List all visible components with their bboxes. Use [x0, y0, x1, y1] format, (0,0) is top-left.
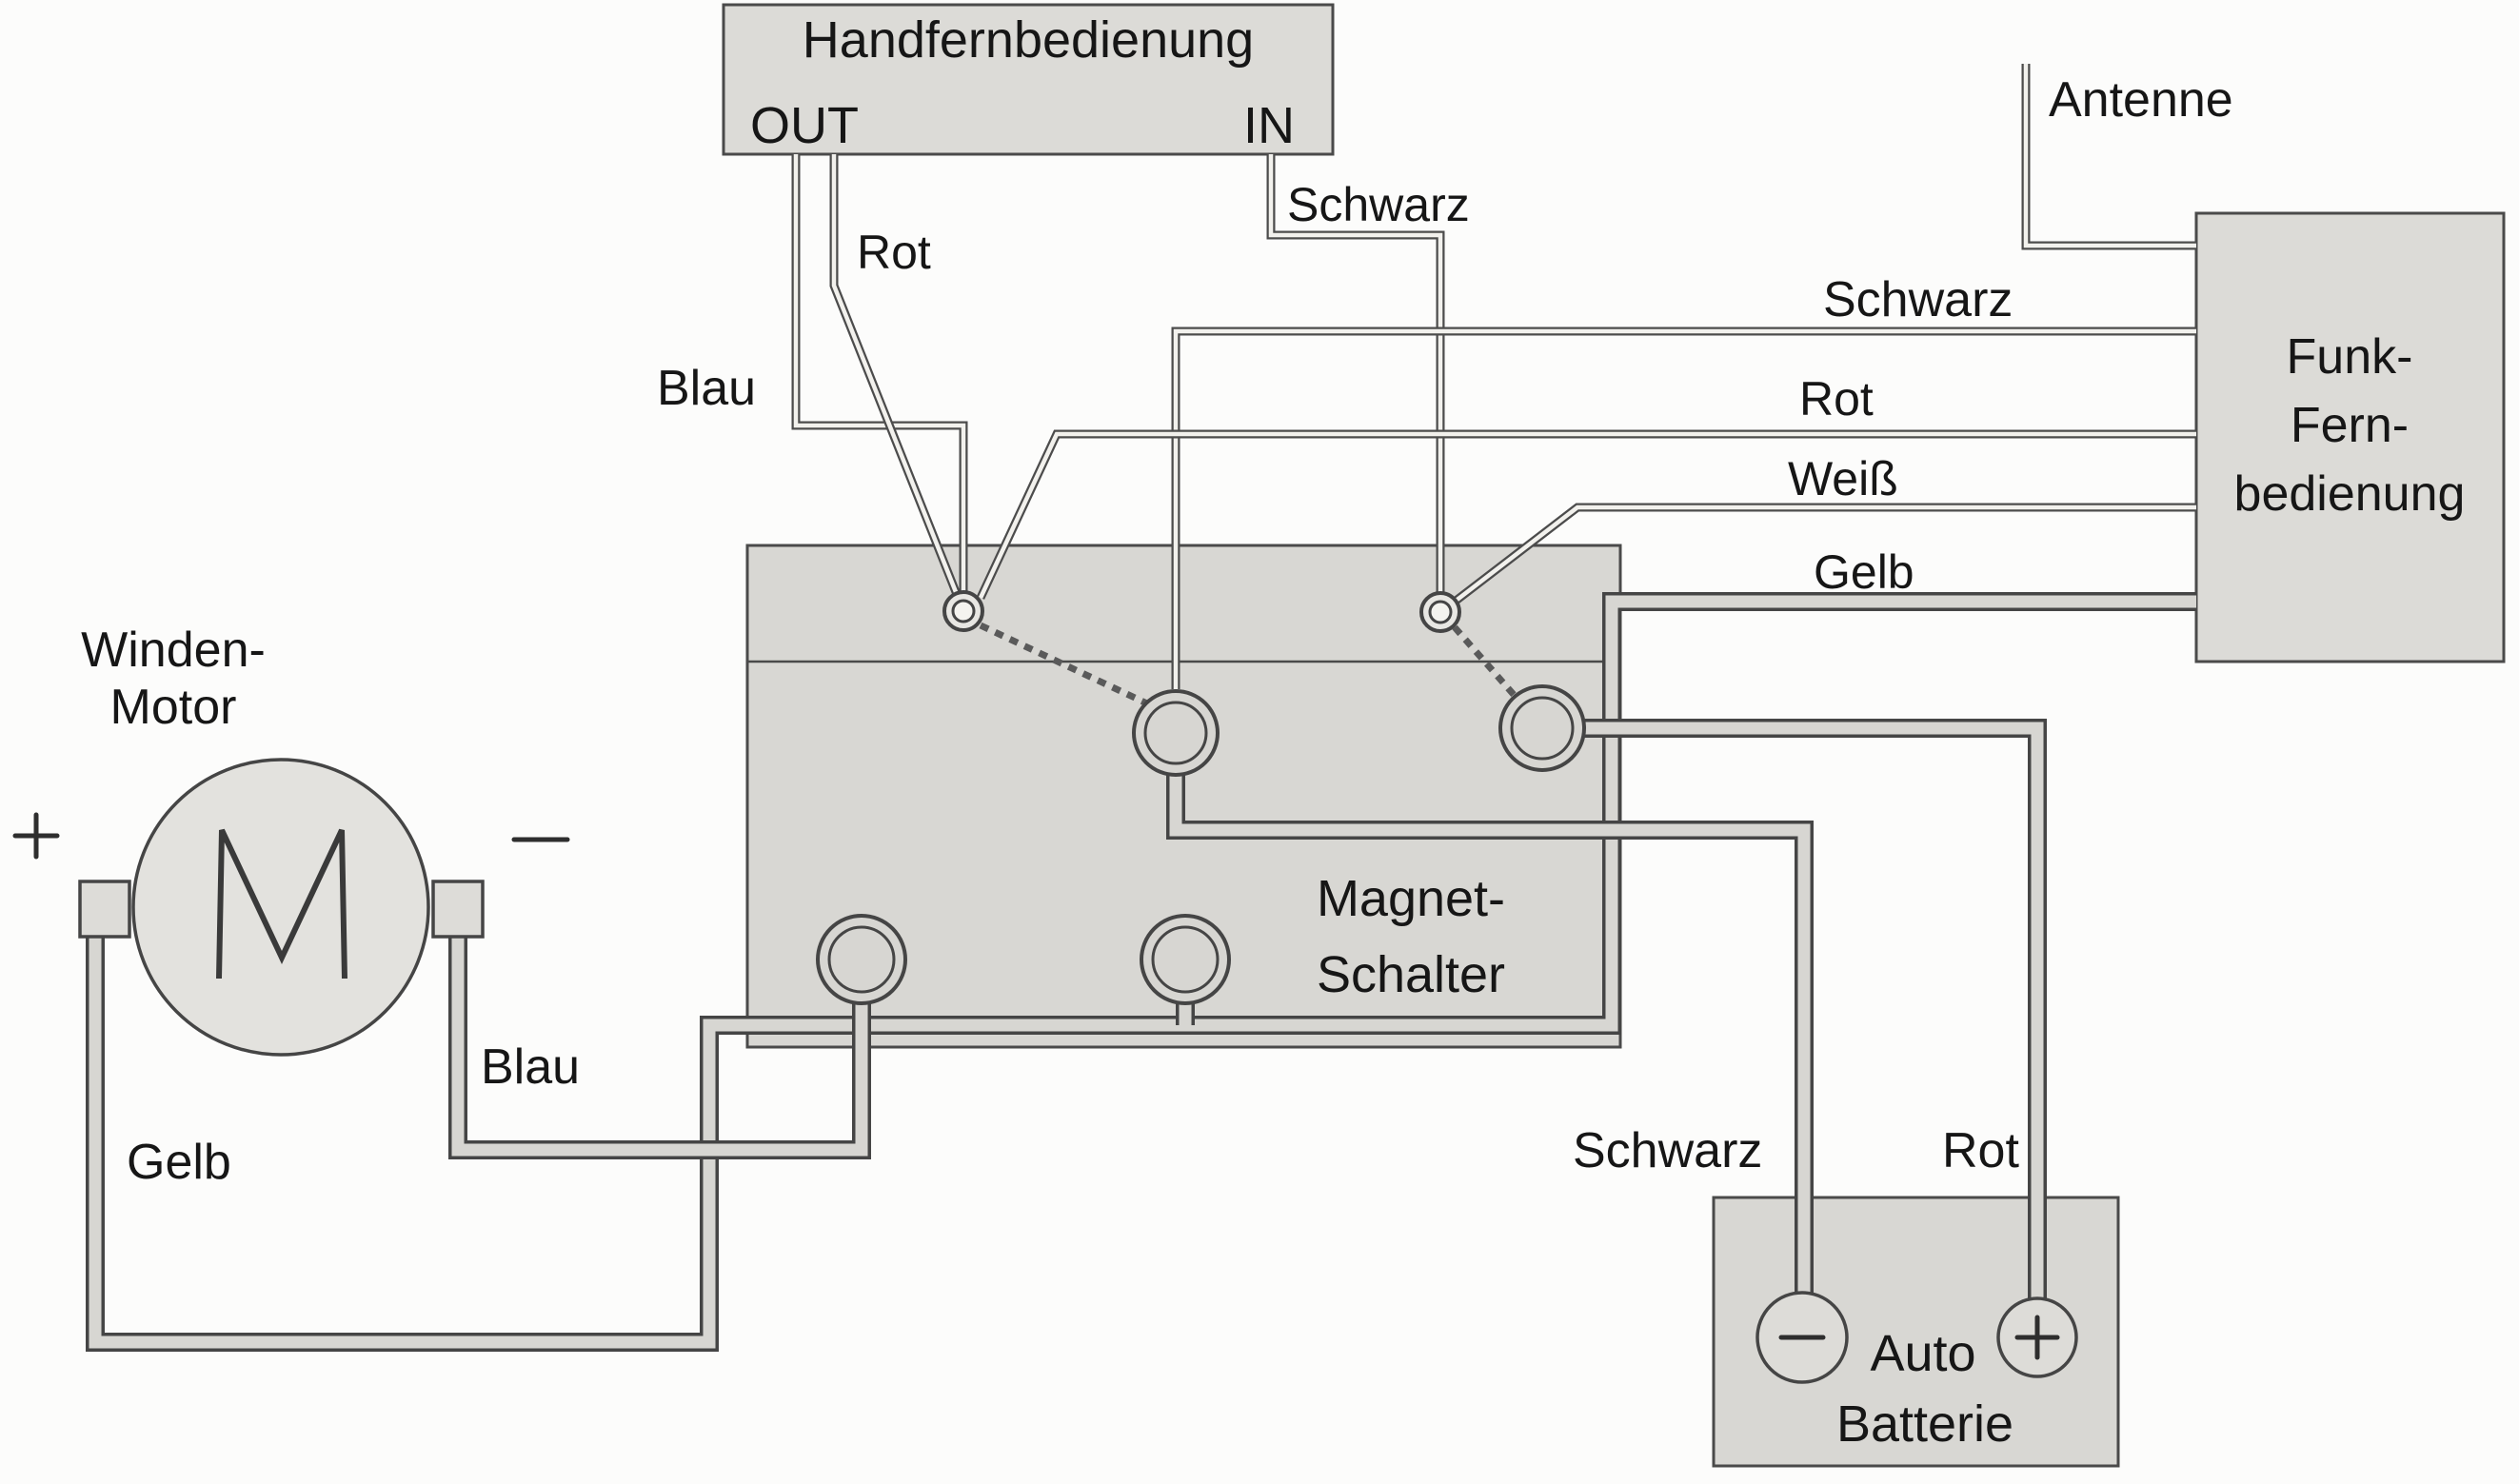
hand-remote-title: Handfernbedienung	[803, 11, 1254, 69]
radio-remote-line2: Fern-	[2291, 398, 2409, 453]
label-schwarz-funk: Schwarz	[1823, 272, 2013, 327]
motor-post-right	[431, 880, 485, 939]
motor-circle	[131, 758, 430, 1057]
battery-minus-terminal	[1755, 1291, 1849, 1384]
radio-remote-box	[2194, 211, 2506, 663]
battery-line1: Auto	[1870, 1325, 1975, 1382]
grommet-1	[942, 590, 984, 632]
wire-blau-motor	[448, 933, 871, 1159]
label-rot-hand: Rot	[857, 226, 931, 279]
label-gelb-funk: Gelb	[1814, 545, 1914, 599]
label-rot-batt: Rot	[1942, 1123, 2019, 1178]
terminal-t4	[1140, 914, 1231, 1005]
label-schwarz-hand: Schwarz	[1287, 178, 1470, 231]
antenna-wire	[2021, 64, 2196, 250]
label-blau-motor: Blau	[481, 1039, 580, 1095]
radio-remote-line3: bedienung	[2234, 466, 2466, 522]
hand-remote-out-label: OUT	[750, 97, 859, 154]
antenna-label: Antenne	[2049, 72, 2233, 128]
wire-blau-hand	[791, 154, 968, 595]
grommet-2	[1419, 591, 1461, 633]
motor-post-left	[78, 880, 131, 939]
motor-symbol	[216, 828, 347, 979]
wire-schwarz-funk	[1171, 326, 2196, 689]
motor-line1: Winden-	[81, 623, 266, 678]
wire-schwarz-batt	[1166, 773, 1814, 1302]
solenoid-line2: Schalter	[1317, 946, 1505, 1003]
wire-schwarz-hand	[1266, 154, 1445, 595]
radio-remote-line1: Funk-	[2287, 329, 2413, 385]
terminal-t3	[816, 914, 907, 1005]
label-weiss-funk: Weiß	[1788, 452, 1898, 505]
wire-rot-batt	[1580, 719, 2047, 1302]
label-blau-hand: Blau	[657, 361, 756, 416]
motor	[12, 758, 570, 1057]
hand-remote-in-label: IN	[1243, 97, 1295, 154]
label-gelb-motor: Gelb	[127, 1135, 231, 1190]
wire-rot-funk	[976, 429, 2196, 600]
motor-line2: Motor	[110, 680, 237, 735]
terminal-t1	[1132, 689, 1220, 777]
motor-plus-sign	[12, 812, 60, 860]
solenoid-line1: Magnet-	[1317, 870, 1505, 927]
label-schwarz-batt: Schwarz	[1573, 1123, 1762, 1178]
wire-weiss-funk	[1452, 503, 2196, 605]
battery-line2: Batterie	[1836, 1395, 2013, 1453]
hand-remote-box	[722, 3, 1335, 156]
battery-plus-terminal	[1996, 1296, 2078, 1378]
wire-rot-hand	[829, 154, 964, 603]
terminal-t2	[1498, 684, 1586, 772]
label-rot-funk: Rot	[1799, 372, 1874, 425]
